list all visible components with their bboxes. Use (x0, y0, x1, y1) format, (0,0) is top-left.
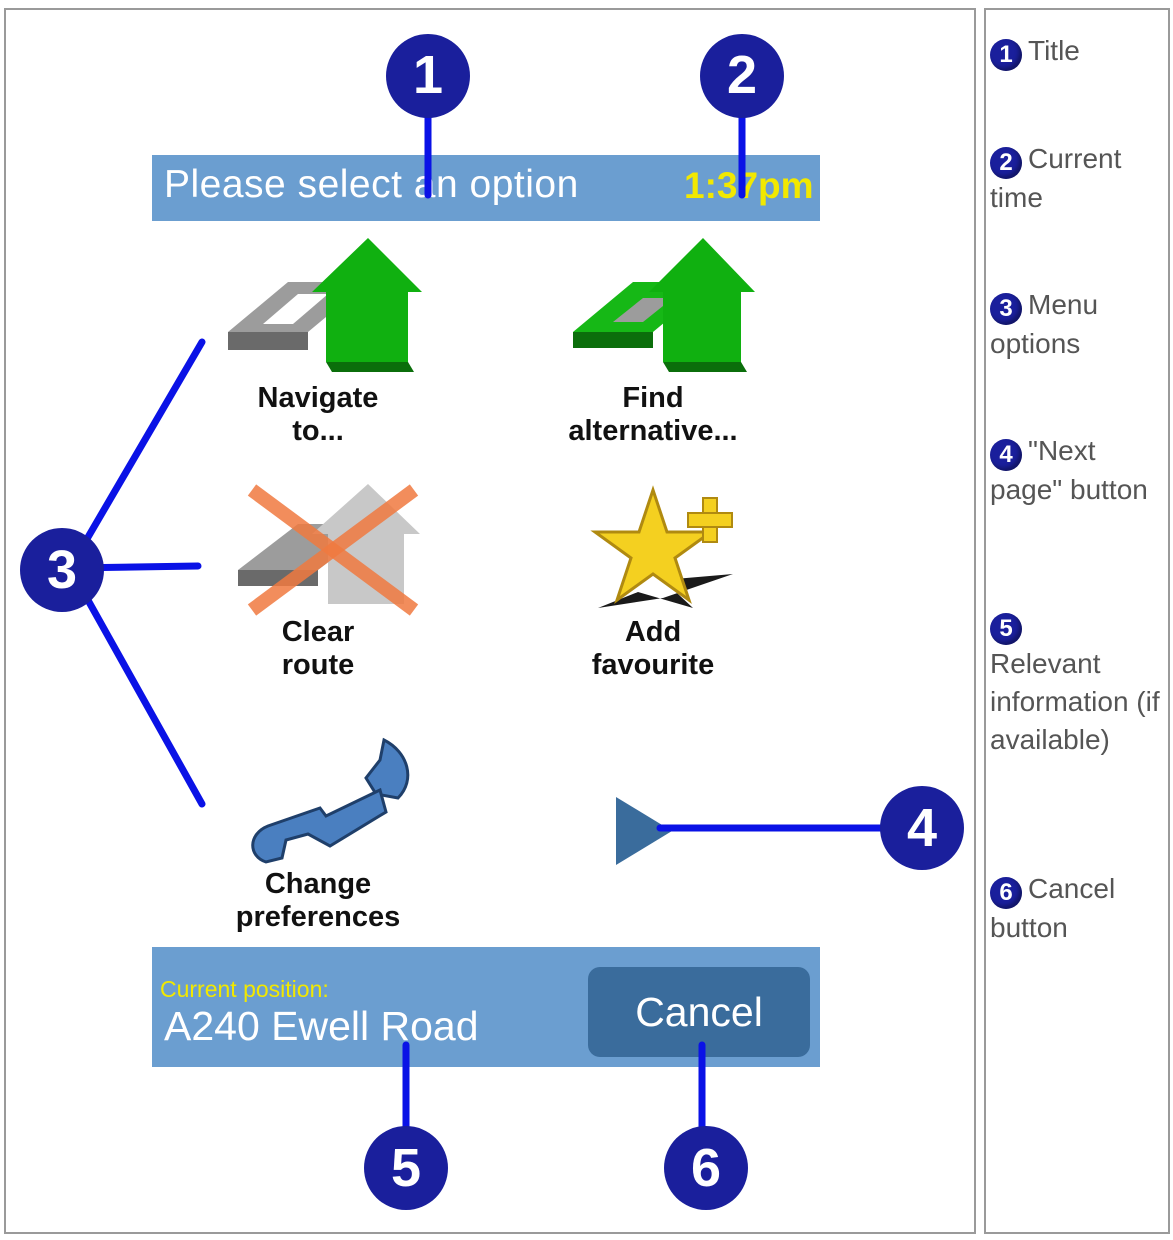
title-bar (152, 155, 820, 221)
menu-label: to... (292, 415, 344, 447)
cancel-button[interactable]: Cancel (588, 967, 810, 1057)
legend-text: Relevant information (if available) (990, 648, 1160, 755)
menu-item-find-alternative[interactable]: Find alternative... (523, 232, 783, 452)
wrench-icon (251, 737, 410, 864)
legend-text: Menu options (990, 289, 1099, 359)
callout-lines (66, 96, 906, 1136)
menu-label: Navigate (257, 382, 379, 414)
callout-3-label: 3 (47, 540, 77, 600)
menu-label: favourite (591, 649, 715, 681)
legend-number: 4 (990, 439, 1022, 471)
menu-label: alternative... (568, 415, 738, 447)
clear-route-icon (238, 484, 420, 616)
callout-2-marker: 2 (700, 34, 784, 118)
menu-item-clear-route[interactable]: Clear route (188, 480, 448, 700)
callout-5-label: 5 (391, 1138, 421, 1198)
menu-label: Find (622, 382, 684, 414)
callout-3-marker: 3 (20, 528, 104, 612)
triangle-right-icon (616, 797, 672, 865)
menu-label: Add (624, 616, 682, 648)
menu-label: Clear (281, 616, 355, 648)
menu-label: Change (264, 868, 372, 900)
legend-number: 1 (990, 39, 1022, 71)
menu-item-navigate-to[interactable]: Navigate to... (188, 232, 448, 452)
callout-2-label: 2 (727, 45, 757, 105)
legend-number: 5 (990, 613, 1022, 645)
callout-markers: 1 2 3 4 5 6 (20, 34, 964, 1210)
callout-4-label: 4 (907, 798, 937, 858)
page-title: Please select an option (164, 163, 579, 206)
callout-1-marker: 1 (386, 34, 470, 118)
callout-6-marker: 6 (664, 1126, 748, 1210)
legend-item-4: 4"Next page" button (990, 432, 1168, 509)
legend-text: Current time (990, 143, 1122, 213)
star-plus-icon (590, 485, 733, 608)
menu-item-change-preferences[interactable]: Change preferences (188, 730, 448, 950)
callout-4-marker: 4 (880, 786, 964, 870)
legend-text: Cancel button (990, 873, 1116, 943)
next-page-button[interactable] (612, 795, 674, 867)
menu-item-add-favourite[interactable]: Add favourite (523, 480, 783, 700)
legend-number: 6 (990, 877, 1022, 909)
current-position-value: A240 Ewell Road (164, 1003, 479, 1049)
legend-text: "Next page" button (990, 435, 1148, 505)
navigate-arrow-icon (228, 238, 422, 372)
current-position-label: Current position: (160, 976, 329, 1002)
legend-text: Title (1028, 35, 1080, 66)
callout-overlay: 1 2 3 4 5 6 (20, 34, 964, 1210)
current-time: 1:37pm (684, 165, 814, 206)
menu-label: preferences (235, 901, 401, 933)
legend-number: 3 (990, 293, 1022, 325)
menu-label: route (281, 649, 355, 681)
callout-1-label: 1 (413, 45, 443, 105)
legend-number: 2 (990, 147, 1022, 179)
alternative-route-icon (573, 238, 755, 372)
callout-5-marker: 5 (364, 1126, 448, 1210)
callout-6-label: 6 (691, 1138, 721, 1198)
